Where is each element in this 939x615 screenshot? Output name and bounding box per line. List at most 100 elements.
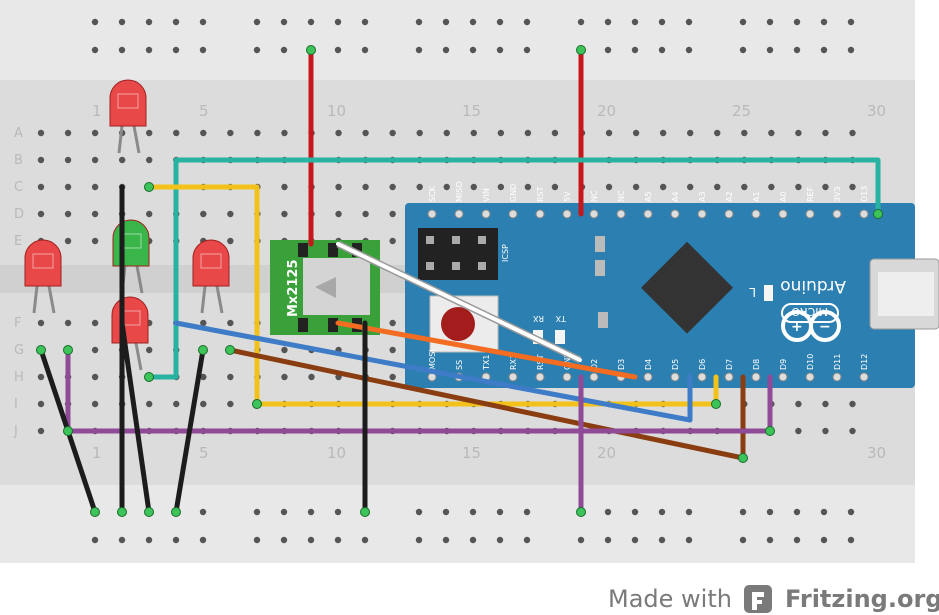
arduino-pin (805, 209, 815, 219)
arduino-pin (697, 372, 707, 382)
breadboard-hole (822, 183, 829, 191)
breadboard-hole (443, 129, 450, 137)
rail-hole (361, 18, 369, 26)
wire-endpoint (144, 507, 154, 517)
breadboard-hole (524, 183, 532, 191)
rail-hole (253, 46, 261, 54)
arduino-pin (670, 372, 680, 382)
wire-endpoint (63, 345, 73, 355)
arduino-pin (751, 372, 761, 382)
rail-hole (172, 18, 180, 26)
breadboard-hole (497, 183, 505, 191)
component (595, 260, 605, 276)
breadboard-hole (551, 129, 559, 137)
bottom-rail-strip (0, 485, 915, 563)
breadboard-hole (146, 400, 153, 408)
led-leg (134, 342, 143, 371)
rail-hole (442, 18, 450, 26)
breadboard-hole (822, 400, 829, 408)
breadboard-hole (687, 129, 694, 137)
rail-hole (415, 18, 423, 26)
col-label-bottom: 5 (199, 444, 209, 462)
rail-hole (145, 536, 153, 544)
icsp-header (418, 228, 498, 280)
arduino-pin-label: D3 (617, 359, 626, 370)
breadboard-hole (227, 400, 234, 408)
rail-hole (847, 46, 855, 54)
rail-hole (766, 508, 774, 516)
breadboard-hole (146, 210, 153, 218)
made-with-text: Made with (608, 585, 732, 613)
rail-hole (307, 508, 315, 516)
breadboard-hole (768, 183, 775, 191)
arduino-pin (454, 209, 464, 219)
rail-hole (766, 18, 774, 26)
rail-hole (685, 536, 693, 544)
led-rx-label: RX (532, 314, 544, 323)
breadboard-hole (849, 129, 856, 137)
breadboard-hole (497, 129, 505, 137)
breadboard-hole (524, 129, 532, 137)
breadboard-hole (91, 156, 99, 164)
rail-hole (334, 18, 342, 26)
reset-button-cap (441, 307, 475, 341)
arduino-pin-label: NC (590, 190, 599, 202)
led-leg (132, 125, 141, 154)
arduino-pin (832, 372, 842, 382)
breadboard-hole (389, 183, 396, 191)
row-label-d: D (14, 207, 24, 222)
rail-hole (604, 18, 612, 26)
rail-hole (334, 46, 342, 54)
component (595, 236, 605, 252)
led (24, 239, 62, 287)
wire-purple (65, 347, 773, 434)
wire-endpoint (225, 345, 235, 355)
arduino-pin-label: A1 (752, 191, 761, 202)
rail-hole (280, 46, 288, 54)
arduino-pin-label: D13 (860, 186, 869, 202)
breadboard-hole (822, 129, 829, 137)
breadboard-hole (64, 237, 72, 245)
led-die (117, 93, 139, 109)
wire-white (336, 242, 582, 362)
wire-black (173, 347, 206, 515)
rail-hole (658, 46, 666, 54)
led-die (200, 253, 222, 269)
rail-hole (820, 18, 828, 26)
breadboard-hole (200, 129, 207, 137)
rail-hole (253, 18, 261, 26)
breadboard-hole (849, 427, 856, 435)
breadboard-hole (389, 237, 396, 245)
rail-hole (496, 508, 504, 516)
arduino-pin-label: D9 (779, 359, 788, 370)
arduino-pin-label: D5 (671, 359, 680, 370)
arduino-pin (427, 209, 437, 219)
arduino-pin-label: 5V (563, 191, 572, 202)
arduino-pin-label: MISO (455, 181, 464, 202)
led-leg (200, 285, 207, 314)
rail-hole (415, 46, 423, 54)
arduino-pin-label: A3 (698, 191, 707, 202)
arduino-pin (535, 209, 545, 219)
breadboard-hole (389, 319, 396, 327)
wire-black (119, 320, 152, 515)
rail-hole (658, 18, 666, 26)
rail-hole (496, 46, 504, 54)
breadboard-hole (200, 400, 207, 408)
breadboard-hole (795, 129, 802, 137)
arduino-pin (670, 209, 680, 219)
microcontroller-chip (641, 241, 733, 334)
rail-hole (793, 18, 801, 26)
led (109, 79, 147, 127)
arduino-pin-label: RX1 (509, 354, 518, 370)
arduino-pin-label: SS (455, 360, 464, 370)
breadboard-hole (37, 427, 45, 435)
led-leg (117, 125, 124, 154)
arduino-pin (508, 372, 518, 382)
rail-hole (604, 508, 612, 516)
arduino-micro-board: ICSP RX TX + − Arduino MICRO L (405, 203, 939, 388)
rail-hole (523, 536, 531, 544)
breadboard-hole (37, 129, 45, 137)
breadboard-hole (768, 129, 775, 137)
breadboard-hole (849, 183, 856, 191)
